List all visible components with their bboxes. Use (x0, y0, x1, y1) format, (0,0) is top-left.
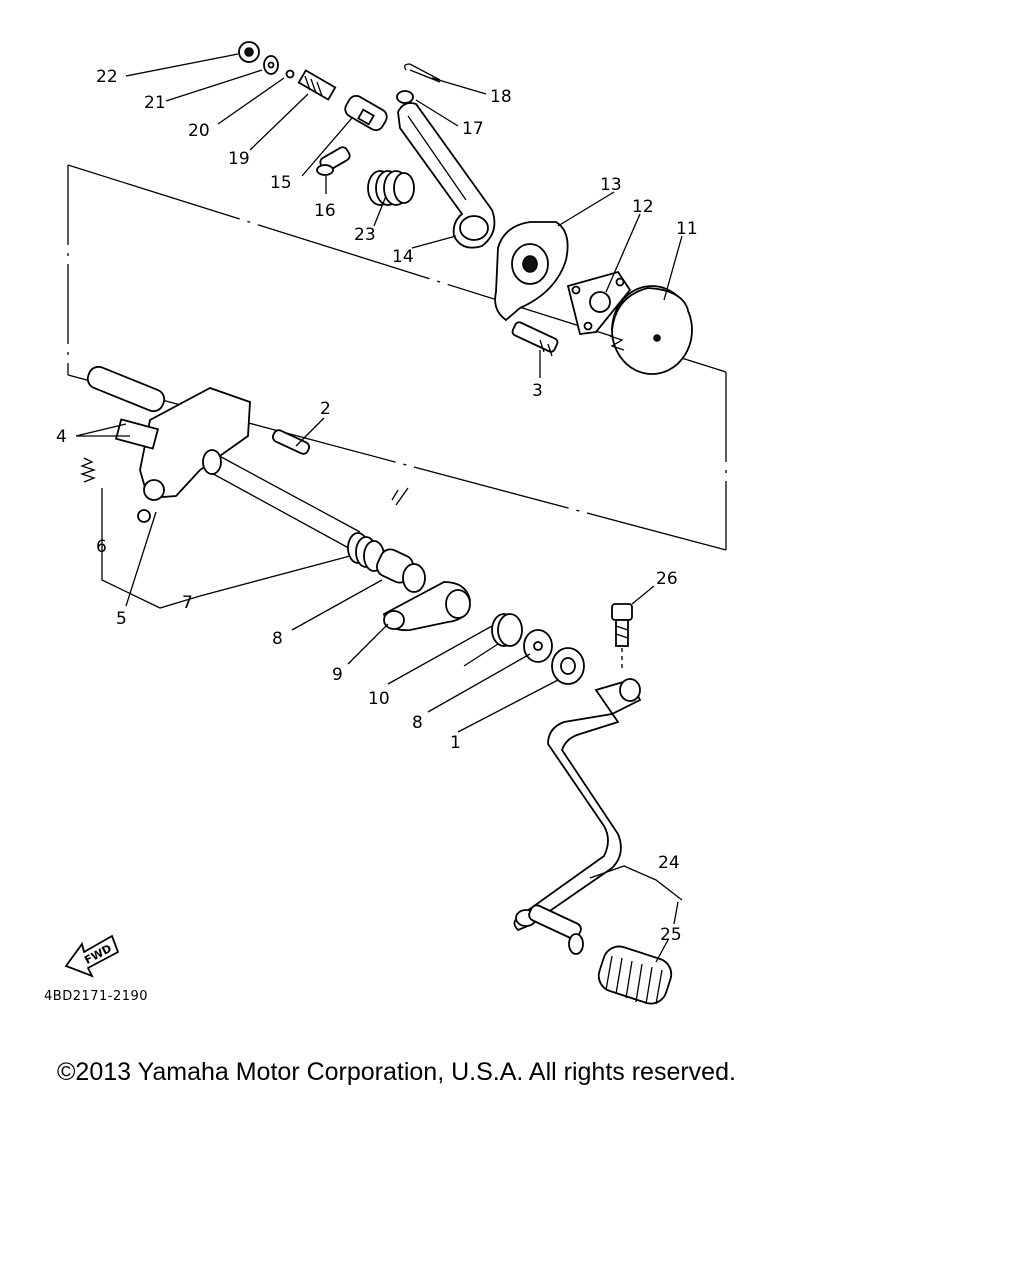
copyright-notice: ©2013 Yamaha Motor Corporation, U.S.A. A… (57, 1058, 736, 1086)
part-11-cam (609, 285, 693, 375)
part-3-bolt (511, 321, 559, 357)
part-18-cotter-pin (404, 63, 441, 83)
part-1-bush (551, 647, 585, 685)
part-4-5-shift-lever-assembly (86, 365, 251, 523)
label-26: 26 (656, 569, 678, 589)
diagram-code: 4BD2171-2190 (44, 989, 148, 1004)
part-23-spring (367, 170, 415, 206)
label-7: 7 (182, 593, 193, 613)
label-5: 5 (116, 609, 127, 629)
label-1: 1 (450, 733, 461, 753)
label-16: 16 (314, 201, 336, 221)
part-8-washer (523, 629, 553, 663)
part-17-circlip (396, 90, 414, 104)
label-25: 25 (660, 925, 682, 945)
part-21-washer (263, 55, 279, 75)
label-20: 20 (188, 121, 210, 141)
part-26-bolt (611, 603, 633, 672)
label-22: 22 (96, 67, 118, 87)
part-16-pin (316, 146, 351, 176)
label-14: 14 (392, 247, 414, 267)
part-9-10-arm (382, 581, 471, 632)
label-18: 18 (490, 87, 512, 107)
part-13-stopper-plate (494, 221, 569, 322)
part-15-joint (344, 95, 388, 131)
part-6-spring (79, 457, 97, 483)
part-2-pin (271, 429, 311, 455)
fwd-arrow-icon: FWD (64, 934, 120, 978)
label-2: 2 (320, 399, 331, 419)
label-3: 3 (532, 381, 543, 401)
part-14-shift-arm (397, 102, 496, 249)
label-11: 11 (676, 219, 698, 239)
part-25-rubber (597, 945, 673, 1005)
label-23: 23 (354, 225, 376, 245)
part-19-bolt (297, 69, 337, 101)
label-9: 9 (332, 665, 343, 685)
label-19: 19 (228, 149, 250, 169)
part-12-plate (566, 270, 632, 335)
label-8b: 8 (412, 713, 423, 733)
label-17: 17 (462, 119, 484, 139)
label-10: 10 (368, 689, 390, 709)
part-7-shift-shaft (202, 449, 409, 553)
part-8-collar (347, 532, 426, 593)
label-13: 13 (600, 175, 622, 195)
leader-lines (75, 53, 683, 963)
label-21: 21 (144, 93, 166, 113)
label-15: 15 (270, 173, 292, 193)
label-4: 4 (56, 427, 67, 447)
label-6: 6 (96, 537, 107, 557)
label-8a: 8 (272, 629, 283, 649)
part-20-oring (285, 69, 295, 79)
part-24-shift-pedal (513, 678, 642, 955)
part-number-labels: 22 21 20 19 15 16 23 14 18 17 13 12 11 3… (56, 67, 698, 945)
part-10-spring (463, 613, 523, 667)
label-24: 24 (658, 853, 680, 873)
parts-diagram: 22 21 20 19 15 16 23 14 18 17 13 12 11 3… (44, 41, 727, 1005)
label-12: 12 (632, 197, 654, 217)
part-22-nut (238, 41, 260, 63)
